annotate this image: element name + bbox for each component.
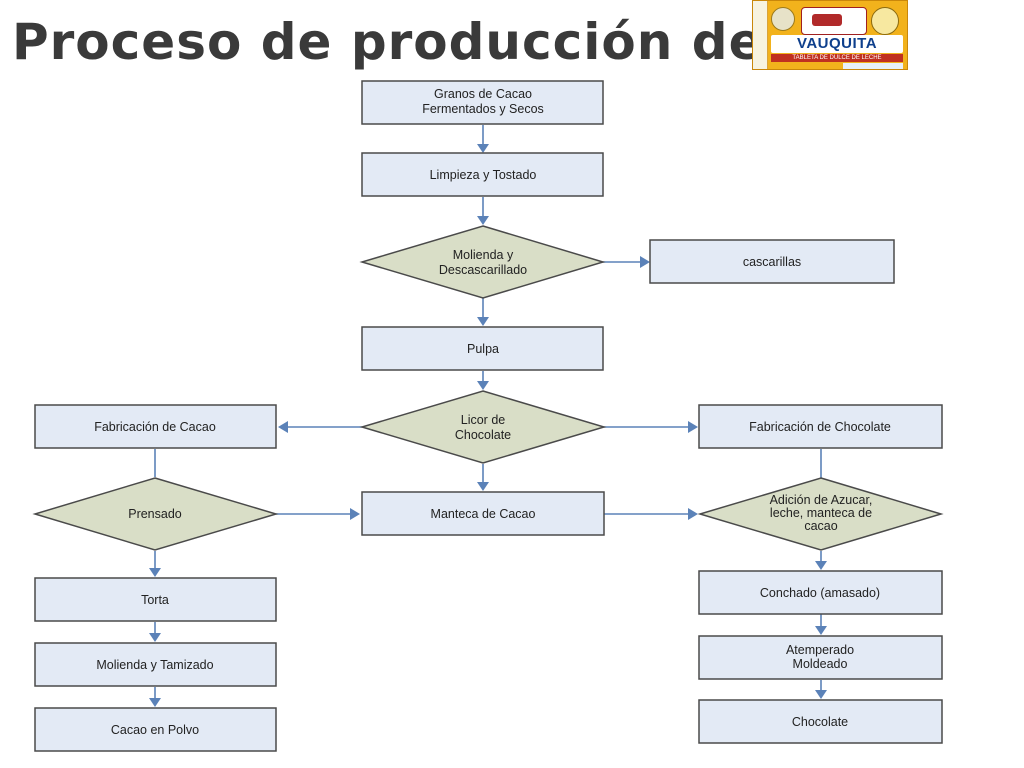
node-pulpa: Pulpa <box>361 326 604 371</box>
vauquita-logo: VAUQUITA TABLETA DE DULCE DE LECHE <box>752 0 908 70</box>
node-conchado: Conchado (amasado) <box>698 570 943 615</box>
arrowhead <box>477 144 489 153</box>
arrowhead <box>278 421 288 433</box>
node-chocolate: Chocolate <box>698 699 943 744</box>
zero-badge-icon <box>771 7 795 31</box>
node-fab-cacao: Fabricación de Cacao <box>34 404 277 449</box>
node-limpieza: Limpieza y Tostado <box>361 152 604 197</box>
arrowhead <box>477 381 489 390</box>
node-label: Torta <box>141 593 169 607</box>
node-label: Limpieza y Tostado <box>430 168 537 182</box>
nodes: Granos de Cacao Fermentados y Secos Limp… <box>32 80 944 752</box>
node-label: leche, manteca de <box>770 506 872 520</box>
arrowhead <box>149 698 161 707</box>
arrowhead <box>477 317 489 326</box>
node-label: Fabricación de Cacao <box>94 420 216 434</box>
node-atemperado: Atemperado Moldeado <box>698 635 943 680</box>
arrowhead <box>477 482 489 491</box>
arrowhead <box>815 690 827 699</box>
arrowhead <box>688 508 698 520</box>
node-fab-choc: Fabricación de Chocolate <box>698 404 943 449</box>
node-molienda: Molienda y Descascarillado <box>359 225 606 299</box>
arrowhead <box>815 561 827 570</box>
node-label: Fermentados y Secos <box>422 102 544 116</box>
node-label: Molienda y <box>453 248 514 262</box>
arrowhead <box>149 633 161 642</box>
node-label: Manteca de Cacao <box>431 507 536 521</box>
node-label: Moldeado <box>793 657 848 671</box>
page-title: Proceso de producción de <box>12 13 764 71</box>
node-label: Cacao en Polvo <box>111 723 199 737</box>
node-label: Chocolate <box>455 428 511 442</box>
node-label: Licor de <box>461 413 506 427</box>
node-adicion: Adición de Azucar, leche, manteca de cac… <box>697 477 944 551</box>
node-label: Prensado <box>128 507 182 521</box>
node-label: Conchado (amasado) <box>760 586 880 600</box>
node-label: Descascarillado <box>439 263 527 277</box>
gluten-free-icon <box>871 7 899 35</box>
node-molienda2: Molienda y Tamizado <box>34 642 277 687</box>
node-label: Atemperado <box>786 643 854 657</box>
node-licor: Licor de Chocolate <box>359 390 607 464</box>
node-label: Adición de Azucar, <box>770 493 873 507</box>
node-granos: Granos de Cacao Fermentados y Secos <box>361 80 604 125</box>
node-cacao-polvo: Cacao en Polvo <box>34 707 277 752</box>
edges <box>149 125 827 707</box>
node-cascarillas: cascarillas <box>649 239 895 284</box>
node-prensado: Prensado <box>32 477 279 551</box>
logo-subtitle: TABLETA DE DULCE DE LECHE <box>771 54 903 62</box>
node-label: Granos de Cacao <box>434 87 532 101</box>
arrowhead <box>350 508 360 520</box>
logo-origin-mark <box>843 63 903 69</box>
node-label: cacao <box>804 519 837 533</box>
node-torta: Torta <box>34 577 277 622</box>
node-label: Fabricación de Chocolate <box>749 420 891 434</box>
logo-side-strip <box>753 1 768 69</box>
node-label: Pulpa <box>467 342 499 356</box>
node-label: cascarillas <box>743 255 801 269</box>
node-manteca: Manteca de Cacao <box>361 491 605 536</box>
arrowhead <box>149 568 161 577</box>
node-label: Molienda y Tamizado <box>96 658 213 672</box>
node-label: Chocolate <box>792 715 848 729</box>
arrowhead <box>815 626 827 635</box>
logo-brand: VAUQUITA <box>771 35 903 53</box>
cow-icon <box>801 7 867 35</box>
arrowhead <box>688 421 698 433</box>
arrowhead <box>640 256 650 268</box>
arrowhead <box>477 216 489 225</box>
